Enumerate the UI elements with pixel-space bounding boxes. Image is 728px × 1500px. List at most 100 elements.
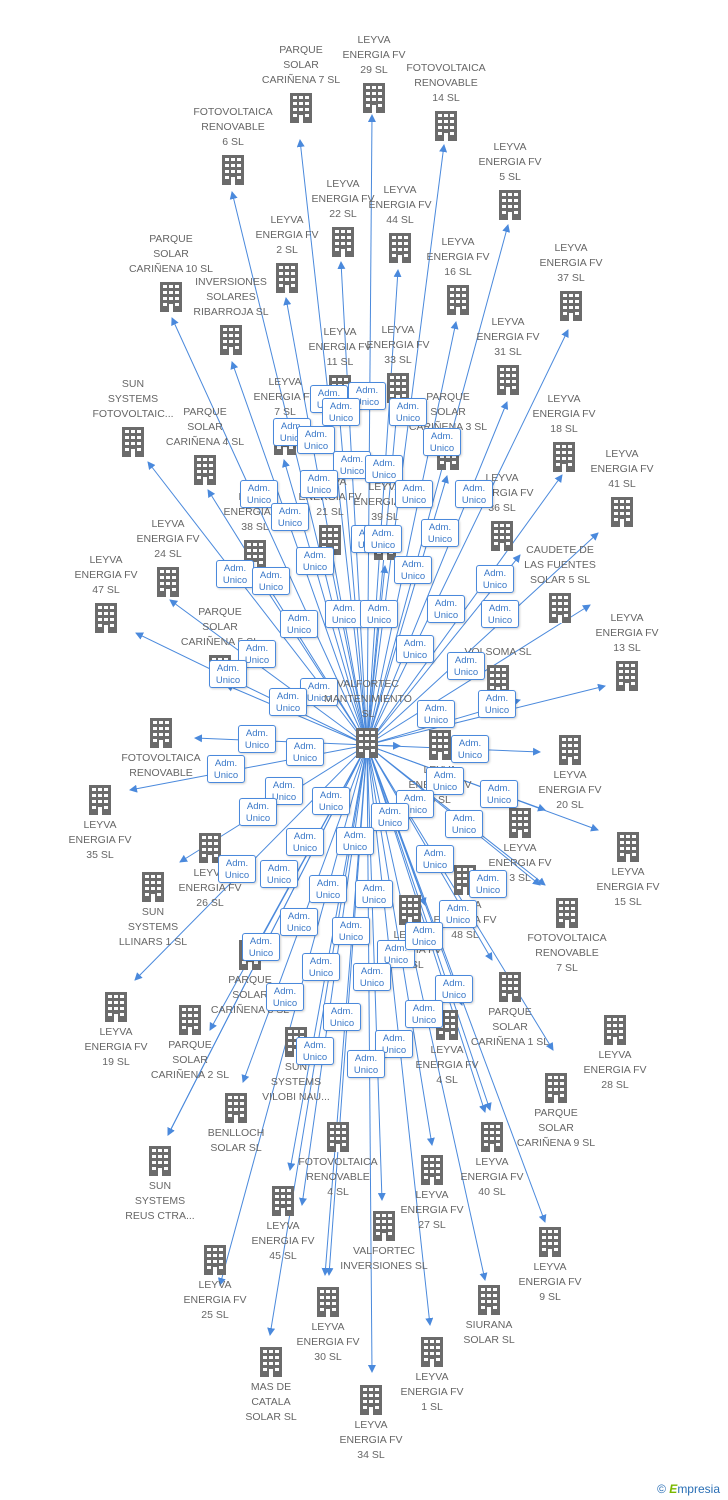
company-label[interactable]: LEYVA ENERGIA FV 16 SL bbox=[426, 236, 490, 278]
company-label[interactable]: LEYVA ENERGIA FV 13 SL bbox=[595, 612, 659, 654]
company-building-icon[interactable] bbox=[429, 730, 451, 760]
adm-unico-badge[interactable]: Adm. Unico bbox=[218, 855, 256, 883]
company-label[interactable]: LEYVA ENERGIA FV 4 SL bbox=[415, 1044, 479, 1086]
company-label[interactable]: LEYVA ENERGIA FV 30 SL bbox=[296, 1321, 360, 1363]
adm-unico-badge[interactable]: Adm. Unico bbox=[322, 398, 360, 426]
adm-unico-badge[interactable]: Adm. Unico bbox=[239, 798, 277, 826]
company-label[interactable]: LEYVA ENERGIA FV 15 SL bbox=[596, 866, 660, 908]
company-building-icon[interactable] bbox=[220, 325, 242, 355]
company-building-icon[interactable] bbox=[204, 1245, 226, 1275]
adm-unico-badge[interactable]: Adm. Unico bbox=[405, 1000, 443, 1028]
company-building-icon[interactable] bbox=[222, 155, 244, 185]
company-label[interactable]: VALFORTEC INVERSIONES SL bbox=[340, 1245, 428, 1272]
company-label[interactable]: LEYVA ENERGIA FV 9 SL bbox=[518, 1261, 582, 1303]
adm-unico-badge[interactable]: Adm. Unico bbox=[353, 963, 391, 991]
adm-unico-badge[interactable]: Adm. Unico bbox=[325, 600, 363, 628]
company-building-icon[interactable] bbox=[499, 972, 521, 1002]
company-label[interactable]: SUN SYSTEMS FOTOVOLTAIC... bbox=[92, 378, 174, 420]
company-label[interactable]: LEYVA ENERGIA FV 34 SL bbox=[339, 1419, 403, 1461]
adm-unico-badge[interactable]: Adm. Unico bbox=[451, 735, 489, 763]
adm-unico-badge[interactable]: Adm. Unico bbox=[445, 810, 483, 838]
center-node-label[interactable]: VALFORTEC MANTENIMIENTO SL bbox=[324, 678, 412, 720]
adm-unico-badge[interactable]: Adm. Unico bbox=[364, 525, 402, 553]
company-label[interactable]: INVERSIONES SOLARES RIBARROJA SL bbox=[193, 276, 269, 318]
company-label[interactable]: LEYVA ENERGIA FV 22 SL bbox=[311, 178, 375, 220]
company-building-icon[interactable] bbox=[481, 1122, 503, 1152]
company-building-icon[interactable] bbox=[149, 1146, 171, 1176]
adm-unico-badge[interactable]: Adm. Unico bbox=[238, 725, 276, 753]
company-label[interactable]: LEYVA ENERGIA FV 28 SL bbox=[583, 1049, 647, 1091]
adm-unico-badge[interactable]: Adm. Unico bbox=[435, 975, 473, 1003]
company-label[interactable]: LEYVA ENERGIA FV 37 SL bbox=[539, 242, 603, 284]
adm-unico-badge[interactable]: Adm. Unico bbox=[332, 917, 370, 945]
company-label[interactable]: SUN SYSTEMS REUS CTRA... bbox=[125, 1180, 195, 1222]
adm-unico-badge[interactable]: Adm. Unico bbox=[260, 860, 298, 888]
company-label[interactable]: FOTOVOLTAICA RENOVABLE 4 SL bbox=[298, 1156, 378, 1198]
company-label[interactable]: LEYVA ENERGIA FV 24 SL bbox=[136, 518, 200, 560]
company-label[interactable]: LEYVA ENERGIA FV 33 SL bbox=[366, 324, 430, 366]
company-label[interactable]: MAS DE CATALA SOLAR SL bbox=[245, 1381, 297, 1423]
adm-unico-badge[interactable]: Adm. Unico bbox=[333, 451, 371, 479]
adm-unico-badge[interactable]: Adm. Unico bbox=[416, 845, 454, 873]
company-building-icon[interactable] bbox=[604, 1015, 626, 1045]
adm-unico-badge[interactable]: Adm. Unico bbox=[478, 690, 516, 718]
adm-unico-badge[interactable]: Adm. Unico bbox=[421, 519, 459, 547]
adm-unico-badge[interactable]: Adm. Unico bbox=[280, 908, 318, 936]
company-label[interactable]: LEYVA ENERGIA FV 45 SL bbox=[251, 1220, 315, 1262]
company-label[interactable]: SUN SYSTEMS VILOBI NAU... bbox=[262, 1061, 330, 1103]
adm-unico-badge[interactable]: Adm. Unico bbox=[280, 610, 318, 638]
adm-unico-badge[interactable]: Adm. Unico bbox=[296, 1037, 334, 1065]
adm-unico-badge[interactable]: Adm. Unico bbox=[242, 933, 280, 961]
company-label[interactable]: PARQUE SOLAR CARIÑENA 10 SL bbox=[128, 233, 214, 275]
company-building-icon[interactable] bbox=[560, 291, 582, 321]
adm-unico-badge[interactable]: Adm. Unico bbox=[417, 700, 455, 728]
company-label[interactable]: PARQUE SOLAR CARIÑENA 7 SL bbox=[261, 44, 341, 86]
adm-unico-badge[interactable]: Adm. Unico bbox=[252, 567, 290, 595]
company-label[interactable]: PARQUE SOLAR CARIÑENA 4 SL bbox=[165, 406, 245, 448]
adm-unico-badge[interactable]: Adm. Unico bbox=[209, 660, 247, 688]
company-label[interactable]: LEYVA ENERGIA FV 40 SL bbox=[460, 1156, 524, 1198]
adm-unico-badge[interactable]: Adm. Unico bbox=[271, 503, 309, 531]
company-label[interactable]: LEYVA ENERGIA FV 7 SL bbox=[253, 376, 316, 418]
company-building-icon[interactable] bbox=[327, 1122, 349, 1152]
adm-unico-badge[interactable]: Adm. Unico bbox=[240, 480, 278, 508]
adm-unico-badge[interactable]: Adm. Unico bbox=[286, 828, 324, 856]
company-building-icon[interactable] bbox=[89, 785, 111, 815]
company-label[interactable]: PARQUE SOLAR CARIÑENA 2 SL bbox=[150, 1039, 230, 1081]
adm-unico-badge[interactable]: Adm. Unico bbox=[297, 426, 335, 454]
company-building-icon[interactable] bbox=[539, 1227, 561, 1257]
adm-unico-badge[interactable]: Adm. Unico bbox=[396, 635, 434, 663]
adm-unico-badge[interactable]: Adm. Unico bbox=[447, 652, 485, 680]
company-building-icon[interactable] bbox=[317, 1287, 339, 1317]
company-label[interactable]: SUN SYSTEMS LLINARS 1 SL bbox=[118, 906, 188, 948]
company-building-icon[interactable] bbox=[105, 992, 127, 1022]
company-label[interactable]: LEYVA ENERGIA FV 29 SL bbox=[342, 34, 406, 76]
company-building-icon[interactable] bbox=[559, 735, 581, 765]
adm-unico-badge[interactable]: Adm. Unico bbox=[300, 470, 338, 498]
adm-unico-badge[interactable]: Adm. Unico bbox=[365, 455, 403, 483]
adm-unico-badge[interactable]: Adm. Unico bbox=[389, 398, 427, 426]
company-label[interactable]: LEYVA ENERGIA FV 44 SL bbox=[368, 184, 432, 226]
company-building-icon[interactable] bbox=[617, 832, 639, 862]
adm-unico-badge[interactable]: Adm. Unico bbox=[355, 880, 393, 908]
company-label[interactable]: FOTOVOLTAICA RENOVABLE 7 SL bbox=[527, 932, 607, 974]
adm-unico-badge[interactable]: Adm. Unico bbox=[286, 738, 324, 766]
company-label[interactable]: LEYVA ENERGIA FV 27 SL bbox=[400, 1189, 464, 1231]
company-label[interactable]: LEYVA ENERGIA FV 11 SL bbox=[308, 326, 372, 368]
company-label[interactable]: FOTOVOLTAICA RENOVABLE bbox=[121, 752, 201, 779]
company-label[interactable]: LEYVA ENERGIA FV 41 SL bbox=[590, 448, 654, 490]
company-building-icon[interactable] bbox=[447, 285, 469, 315]
company-label[interactable]: LEYVA ENERGIA FV 20 SL bbox=[538, 769, 602, 811]
company-label[interactable]: LEYVA ENERGIA FV 47 SL bbox=[74, 554, 138, 596]
adm-unico-badge[interactable]: Adm. Unico bbox=[216, 560, 254, 588]
company-building-icon[interactable] bbox=[549, 593, 571, 623]
company-building-icon[interactable] bbox=[150, 718, 172, 748]
adm-unico-badge[interactable]: Adm. Unico bbox=[309, 875, 347, 903]
company-label[interactable]: BENLLOCH SOLAR SL bbox=[207, 1127, 265, 1154]
company-building-icon[interactable] bbox=[194, 455, 216, 485]
adm-unico-badge[interactable]: Adm. Unico bbox=[371, 803, 409, 831]
company-label[interactable]: LEYVA ENERGIA FV 18 SL bbox=[532, 393, 596, 435]
company-label[interactable]: PARQUE SOLAR CARIÑENA 1 SL bbox=[470, 1006, 550, 1048]
company-label[interactable]: LEYVA ENERGIA FV 19 SL bbox=[84, 1026, 148, 1068]
adm-unico-badge[interactable]: Adm. Unico bbox=[469, 870, 507, 898]
